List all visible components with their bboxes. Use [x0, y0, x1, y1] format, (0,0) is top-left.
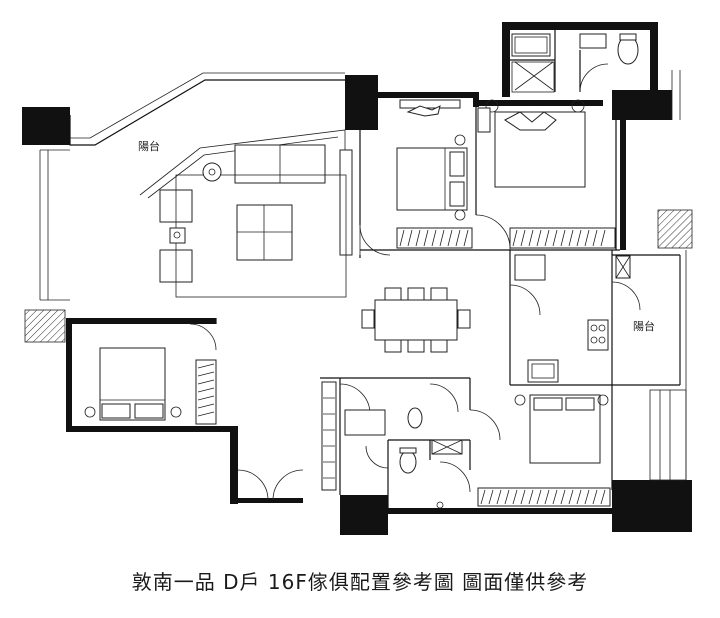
bedroom-middle-furniture: [396, 99, 473, 249]
interior-walls: [189, 30, 681, 510]
column-left: [24, 309, 66, 343]
doors: [189, 63, 641, 501]
living-room-furniture: [139, 129, 353, 298]
bedroom-bottom-right-furniture: [477, 394, 611, 507]
bathroom-bottom-fixtures: [321, 381, 463, 509]
bathroom-top-fixtures: [511, 33, 639, 93]
balcony-label-right: 陽台: [633, 319, 655, 333]
wardrobe-middle: [396, 227, 473, 249]
wardrobe-left: [195, 359, 217, 425]
bedroom-bottom-left-furniture: [84, 347, 217, 425]
balcony-label-top: 陽台: [138, 139, 160, 153]
balcony-right-railing: [649, 70, 687, 481]
exterior-walls: [22, 22, 692, 535]
wardrobe-master: [509, 227, 616, 249]
wardrobe-bottom: [477, 487, 611, 507]
column-right: [657, 209, 693, 249]
plan-caption: 敦南一品 D戶 16F傢俱配置參考圖 圖面僅供參考: [131, 570, 589, 594]
coffee-table: [236, 204, 293, 261]
master-bedroom-furniture: [477, 99, 616, 249]
floor-plan: 陽台: [22, 22, 693, 535]
kitchen-fixtures: [514, 254, 631, 383]
dining-table: [361, 287, 471, 353]
